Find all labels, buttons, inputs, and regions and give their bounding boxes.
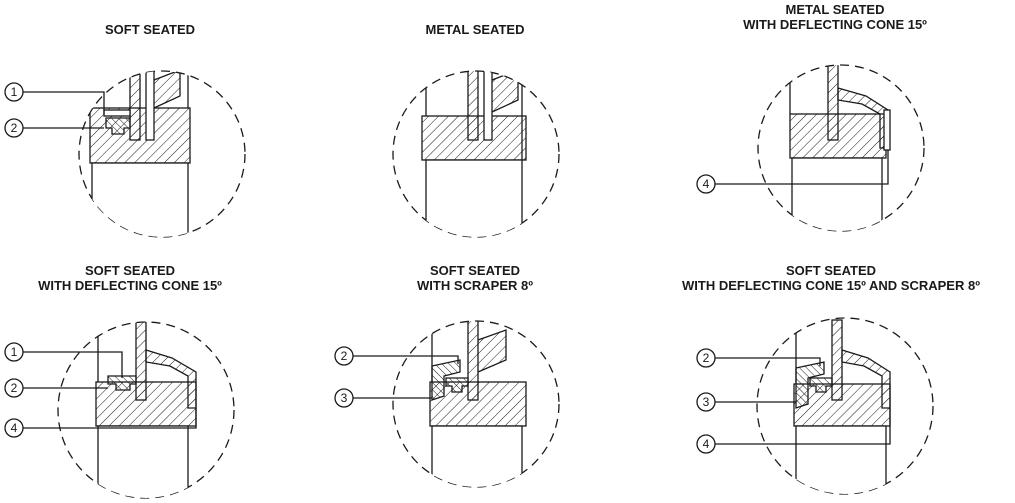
callout-label: 1 bbox=[11, 85, 18, 99]
retainer bbox=[103, 109, 131, 117]
valve-stem bbox=[791, 157, 883, 231]
callout-label: 2 bbox=[341, 349, 348, 363]
detail-circle bbox=[757, 64, 925, 232]
disc-plate bbox=[831, 319, 843, 401]
panel-title-metal-seated: METAL SEATED bbox=[365, 22, 585, 37]
callout-label: 3 bbox=[703, 395, 710, 409]
valve-stem bbox=[91, 162, 189, 237]
disc-plate bbox=[135, 322, 147, 401]
seal-ring bbox=[105, 117, 131, 135]
valve-stem bbox=[795, 425, 887, 494]
callout-label: 3 bbox=[341, 391, 348, 405]
title-line: SOFT SEATED bbox=[104, 22, 196, 37]
seal-ring bbox=[809, 377, 833, 393]
leader-line bbox=[23, 91, 105, 114]
panel-title-soft-seated: SOFT SEATED bbox=[40, 22, 260, 37]
panel-metal-seated-cone bbox=[696, 64, 925, 232]
leader-line bbox=[715, 408, 891, 445]
panel-soft-seated-cone-scraper bbox=[696, 317, 934, 495]
title-line: METAL SEATED bbox=[785, 2, 885, 17]
leader-line bbox=[23, 351, 123, 378]
detail-circle bbox=[78, 70, 246, 238]
callout-label: 2 bbox=[11, 381, 18, 395]
disc-plate bbox=[467, 321, 479, 401]
title-line: METAL SEATED bbox=[425, 22, 525, 37]
scraper bbox=[431, 359, 461, 401]
callout-label: 1 bbox=[11, 345, 18, 359]
panel-title-metal-seated-cone: METAL SEATED WITH DEFLECTING CONE 15º bbox=[700, 2, 970, 32]
title-line: WITH DEFLECTING CONE 15º bbox=[38, 278, 222, 293]
title-line: SOFT SEATED bbox=[429, 263, 521, 278]
valve-stem bbox=[425, 159, 523, 237]
leader-line bbox=[23, 408, 197, 429]
leader-line bbox=[715, 150, 889, 185]
disc-plate bbox=[467, 71, 479, 141]
scraper bbox=[795, 361, 825, 409]
title-line: WITH DEFLECTING CONE 15º bbox=[743, 17, 927, 32]
callout-label: 4 bbox=[703, 177, 710, 191]
panel-title-soft-seated-scraper: SOFT SEATED WITH SCRAPER 8º bbox=[365, 263, 585, 293]
disc-plate bbox=[827, 65, 839, 141]
deflecting-cone bbox=[841, 349, 891, 409]
panel-soft-seated bbox=[4, 70, 246, 238]
disc-plate bbox=[129, 71, 141, 141]
callout-label: 2 bbox=[11, 121, 18, 135]
panel-soft-seated-scraper bbox=[334, 320, 560, 488]
title-line: WITH DEFLECTING CONE 15º AND SCRAPER 8º bbox=[682, 278, 980, 293]
panel-soft-seated-cone bbox=[4, 321, 235, 499]
panel-title-soft-seated-cone-scraper: SOFT SEATED WITH DEFLECTING CONE 15º AND… bbox=[650, 263, 1012, 293]
callout-label: 4 bbox=[11, 421, 18, 435]
title-line: SOFT SEATED bbox=[84, 263, 176, 278]
title-line: WITH SCRAPER 8º bbox=[417, 278, 533, 293]
callout-label: 4 bbox=[703, 437, 710, 451]
panel-title-soft-seated-cone: SOFT SEATED WITH DEFLECTING CONE 15º bbox=[0, 263, 260, 293]
valve-stem bbox=[97, 425, 189, 498]
deflecting-cone bbox=[145, 349, 197, 409]
callout-label: 2 bbox=[703, 351, 710, 365]
title-line: SOFT SEATED bbox=[785, 263, 877, 278]
panel-metal-seated bbox=[392, 70, 560, 238]
leader-line bbox=[353, 355, 459, 364]
deflecting-cone bbox=[837, 87, 889, 149]
leader-line bbox=[715, 357, 821, 366]
seal-ring bbox=[107, 375, 137, 391]
valve-stem bbox=[431, 425, 523, 487]
seal-ring bbox=[445, 377, 469, 393]
